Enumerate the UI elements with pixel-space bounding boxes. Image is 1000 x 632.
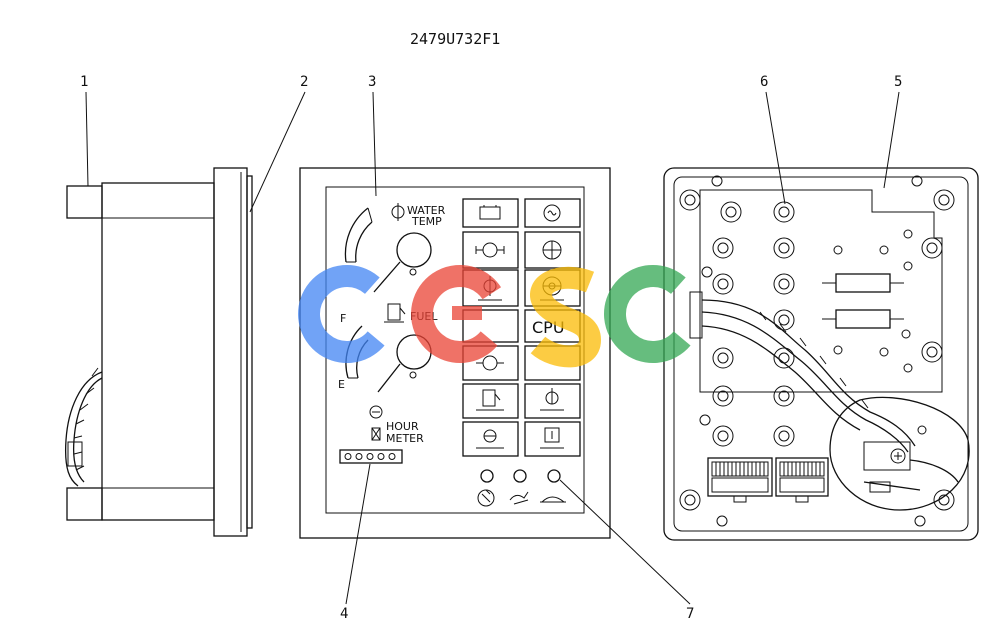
- water-temp-label-2: TEMP: [411, 215, 442, 228]
- small-screws: [699, 229, 913, 426]
- hydraulic-temp-icon: [476, 429, 504, 449]
- mode-lamps: [477, 469, 566, 507]
- callout-7: 7: [686, 606, 694, 622]
- callout-5: 5: [894, 74, 902, 90]
- fuel-level-icon: [476, 389, 504, 411]
- callout-3: 3: [368, 74, 376, 90]
- hour-meter-label-2: METER: [386, 432, 424, 445]
- turtle-icon: [540, 496, 566, 503]
- fuel-pump-icon: [384, 303, 406, 323]
- hour-meter: HOUR METER: [339, 405, 424, 464]
- transmission-oil-icon: [476, 355, 504, 371]
- water-temp-gauge: WATER TEMP: [344, 203, 446, 293]
- drawing-number: 2479U732F1: [410, 30, 500, 48]
- gauge-full-label: F: [340, 312, 346, 325]
- engine-oil-icon: [540, 388, 564, 411]
- glow-plug-icon: [543, 204, 561, 222]
- callout-1: 1: [80, 74, 88, 90]
- hour-meter-label-1: HOUR: [386, 420, 419, 433]
- corner-screws: [679, 175, 955, 527]
- rabbit-icon: [509, 491, 529, 505]
- side-view: [64, 167, 253, 537]
- power-mode-icon: [477, 489, 495, 507]
- hydraulic-oil-icon: [540, 427, 564, 449]
- connectors: [707, 457, 829, 503]
- lamp-sockets: [712, 201, 943, 447]
- wire-harness: [689, 291, 916, 453]
- water-temp-label-1: WATER: [407, 204, 446, 217]
- rear-view: [663, 167, 979, 541]
- callout-4: 4: [340, 606, 348, 622]
- gauge-empty-label: E: [338, 378, 345, 391]
- callout-6: 6: [760, 74, 768, 90]
- oil-pressure-icon: [475, 242, 505, 258]
- brake-icon: [542, 240, 562, 260]
- watermark: [298, 265, 702, 368]
- battery-icon: [479, 205, 501, 220]
- buzzer: [829, 396, 970, 511]
- callouts: 1 2 3 4 5 6 7: [80, 74, 902, 622]
- callout-2: 2: [300, 74, 308, 90]
- resistors: [822, 273, 904, 329]
